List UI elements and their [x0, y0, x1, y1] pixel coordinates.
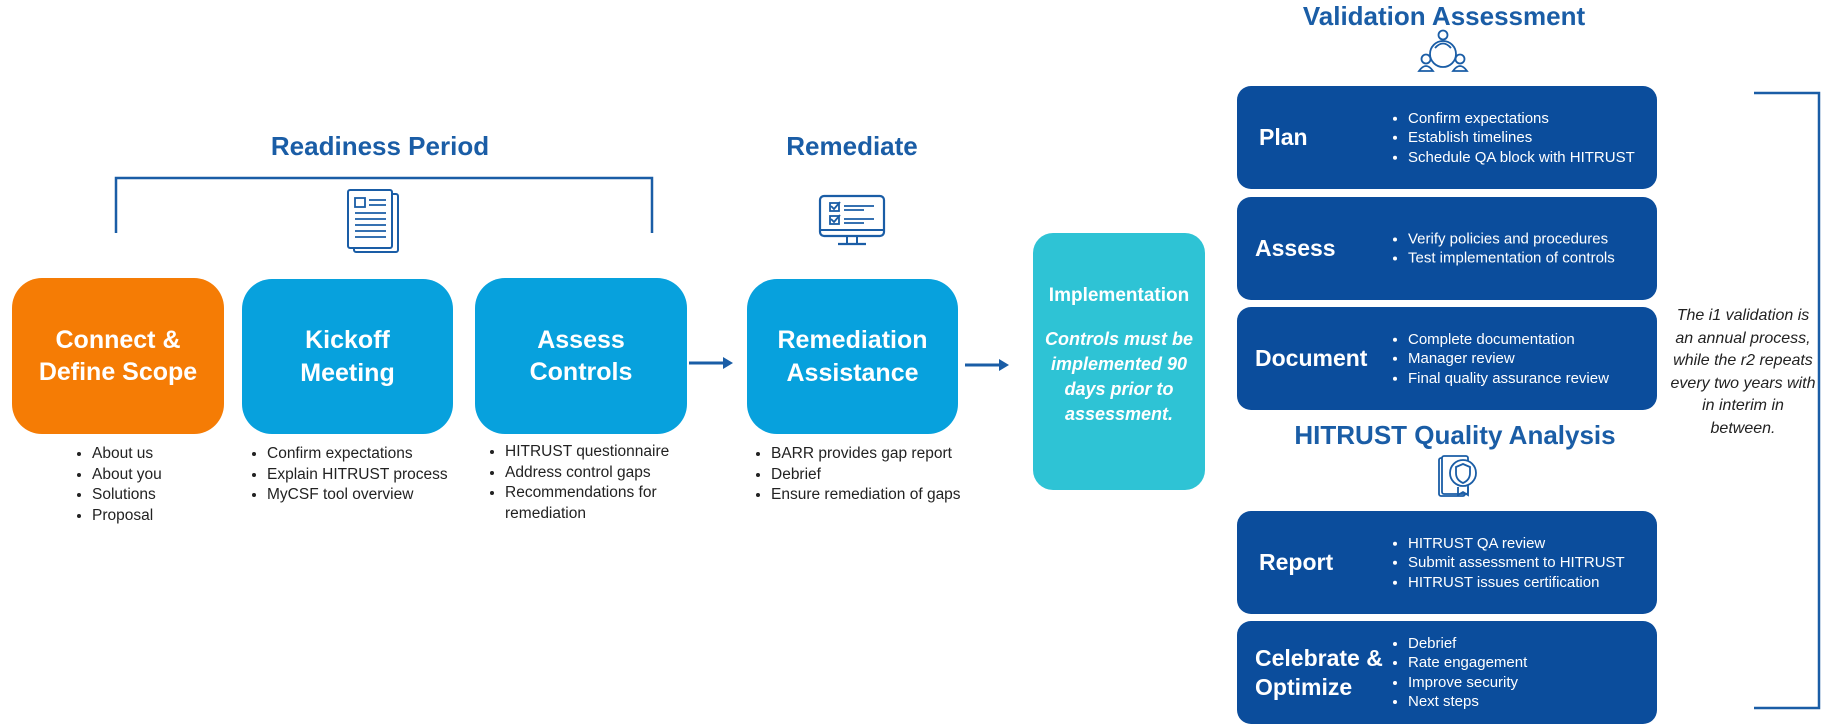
remediate-title: Remediate — [786, 131, 918, 161]
connect-scope-list: About us About you Solutions Proposal — [70, 444, 162, 526]
celebrate-optimize-list: Debrief Rate engagement Improve security… — [1392, 634, 1527, 712]
implementation-title: Implementation — [1048, 285, 1190, 306]
plan-list: Confirm expectations Establish timelines… — [1392, 108, 1635, 167]
kickoff-list: Confirm expectations Explain HITRUST pro… — [245, 444, 448, 506]
readiness-period-title: Readiness Period — [270, 131, 490, 161]
list-item: Establish timelines — [1408, 128, 1635, 148]
list-item: MyCSF tool overview — [267, 485, 448, 506]
report-box: Report HITRUST QA review Submit assessme… — [1237, 511, 1657, 614]
list-item: Confirm expectations — [1408, 108, 1635, 128]
quality-analysis-title: HITRUST Quality Analysis — [1294, 420, 1616, 450]
list-item: About us — [92, 444, 162, 465]
list-item: Final quality assurance review — [1408, 368, 1609, 388]
list-item: Schedule QA block with HITRUST — [1408, 147, 1635, 167]
plan-label: Plan — [1259, 124, 1308, 150]
report-list: HITRUST QA review Submit assessment to H… — [1392, 533, 1625, 592]
list-item: Verify policies and procedures — [1408, 229, 1615, 249]
remediation-list: BARR provides gap report Debrief Ensure … — [749, 444, 961, 506]
list-item: Rate engagement — [1408, 653, 1527, 673]
list-item: Submit assessment to HITRUST — [1408, 553, 1625, 573]
celebrate-optimize-label: Celebrate & Optimize — [1255, 644, 1383, 700]
implementation-box: Implementation Controls must be implemen… — [1033, 233, 1205, 490]
side-note: The i1 validation is an annual process, … — [1670, 307, 1816, 437]
plan-box: Plan Confirm expectations Establish time… — [1237, 86, 1657, 189]
list-item: Ensure remediation of gaps — [771, 485, 961, 506]
readiness-bracket — [114, 176, 654, 233]
document-list: Complete documentation Manager review Fi… — [1392, 329, 1609, 388]
certificate-shield-icon — [1438, 455, 1477, 497]
remediation-assistance-step: Remediation Assistance — [747, 279, 958, 434]
assess-controls-label: Assess Controls — [529, 325, 633, 387]
list-item: Confirm expectations — [267, 444, 448, 465]
connect-define-scope-label: Connect & Define Scope — [38, 325, 198, 387]
arrow-right-icon — [965, 359, 1009, 371]
assess-controls-step: Assess Controls — [475, 278, 687, 434]
document-label: Document — [1255, 345, 1368, 371]
arrow-right-icon — [689, 357, 733, 369]
kickoff-meeting-label: Kickoff Meeting — [300, 326, 395, 387]
report-label: Report — [1259, 549, 1334, 575]
validation-bracket — [1754, 91, 1821, 710]
kickoff-meeting-step: Kickoff Meeting — [242, 279, 453, 434]
list-item: Manager review — [1408, 349, 1609, 369]
list-item: Explain HITRUST process — [267, 465, 448, 486]
list-item: Complete documentation — [1408, 329, 1609, 349]
list-item: Debrief — [1408, 634, 1527, 654]
assess-controls-list: HITRUST questionnaire Address control ga… — [483, 442, 695, 524]
celebrate-optimize-box: Celebrate & Optimize Debrief Rate engage… — [1237, 621, 1657, 724]
list-item: Proposal — [92, 506, 162, 527]
connect-define-scope-step: Connect & Define Scope — [12, 278, 224, 434]
validation-assessment-title: Validation Assessment — [1302, 1, 1586, 31]
list-item: About you — [92, 465, 162, 486]
document-box: Document Complete documentation Manager … — [1237, 307, 1657, 410]
assess-box: Assess Verify policies and procedures Te… — [1237, 197, 1657, 300]
implementation-note: Controls must be implemented 90 days pri… — [1044, 329, 1193, 424]
monitor-checklist-icon — [818, 194, 886, 246]
list-item: Debrief — [771, 465, 961, 486]
list-item: Test implementation of controls — [1408, 249, 1615, 269]
assess-list: Verify policies and procedures Test impl… — [1392, 229, 1615, 268]
document-icon — [347, 189, 399, 253]
list-item: HITRUST issues certification — [1408, 572, 1625, 592]
team-icon — [1417, 29, 1469, 72]
list-item: Address control gaps — [505, 463, 695, 484]
remediation-assistance-label: Remediation Assistance — [777, 326, 928, 387]
assess-label: Assess — [1255, 235, 1336, 261]
list-item: BARR provides gap report — [771, 444, 961, 465]
list-item: Recommendations for remediation — [505, 483, 695, 524]
list-item: Next steps — [1408, 692, 1527, 712]
list-item: HITRUST questionnaire — [505, 442, 695, 463]
list-item: Improve security — [1408, 673, 1527, 693]
list-item: HITRUST QA review — [1408, 533, 1625, 553]
list-item: Solutions — [92, 485, 162, 506]
